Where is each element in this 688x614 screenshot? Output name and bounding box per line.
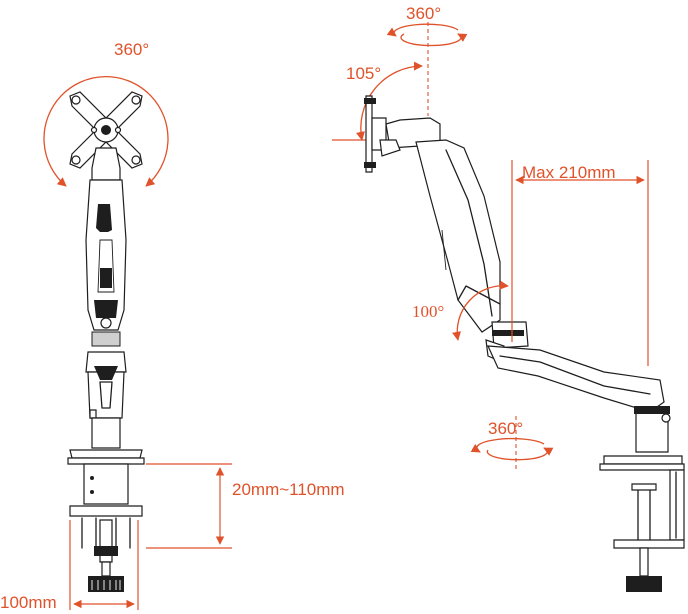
arm-reach-label: Max 210mm: [522, 163, 616, 182]
side-lower-arm: [487, 345, 665, 413]
top-rotation-label: 360°: [406, 4, 441, 23]
top-rotation-arc: [400, 33, 468, 47]
front-clamp: [83, 463, 129, 505]
front-rotation-label: 360°: [114, 40, 149, 59]
base-rotation-label: 360°: [488, 419, 523, 438]
arm-angle-arc: [452, 280, 509, 341]
tilt-arc: [355, 61, 423, 141]
front-view: [43, 76, 232, 610]
vesa-plate: [69, 91, 143, 169]
side-view: [332, 22, 685, 592]
tilt-label: 105°: [346, 64, 381, 83]
base-rotation-arc: [486, 447, 554, 461]
arm-angle-label: 100°: [412, 302, 444, 321]
side-clamp: [669, 469, 685, 541]
front-upper-arm: [85, 179, 127, 331]
front-rotation-arc: [43, 76, 169, 187]
clamp-knob: [88, 576, 124, 592]
clamp-width-label: 100mm: [0, 593, 57, 612]
clamp-range-label: 20mm~110mm: [232, 480, 345, 499]
